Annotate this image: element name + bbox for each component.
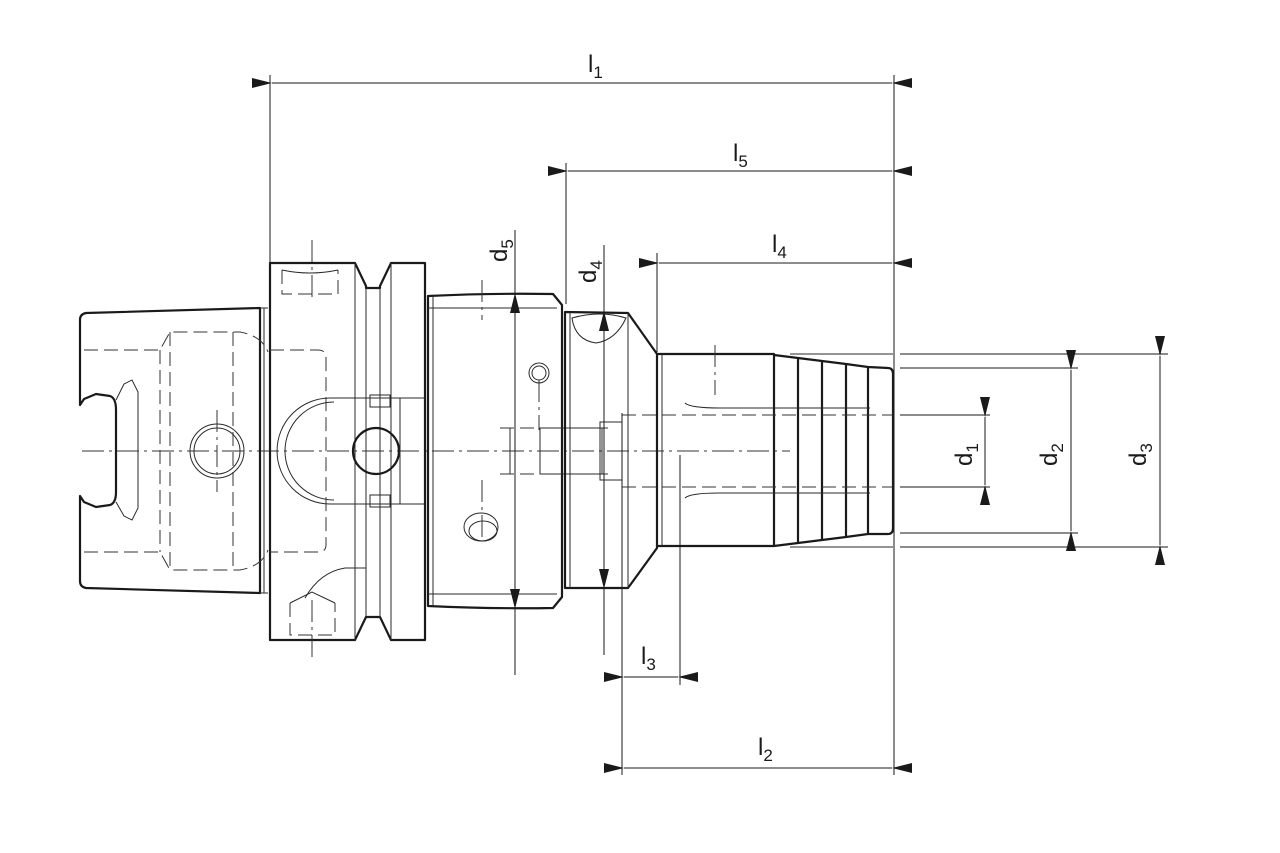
label-l1: l1 [588, 51, 603, 82]
label-l5: l5 [733, 140, 748, 171]
label-d2: d2 [1036, 443, 1067, 466]
label-l2: l2 [758, 734, 773, 765]
hsk-shank [78, 306, 269, 595]
label-l4: l4 [772, 231, 787, 262]
label-d5: d5 [486, 239, 517, 262]
clamping-sleeve [622, 345, 895, 548]
extension-lines [269, 75, 1168, 775]
label-d4: d4 [575, 260, 606, 283]
label-l3: l3 [641, 643, 656, 674]
chuck-neck [563, 310, 659, 590]
label-d1: d1 [951, 443, 982, 466]
label-d3: d3 [1125, 443, 1156, 466]
flange [268, 240, 427, 660]
chuck-body [426, 280, 623, 610]
